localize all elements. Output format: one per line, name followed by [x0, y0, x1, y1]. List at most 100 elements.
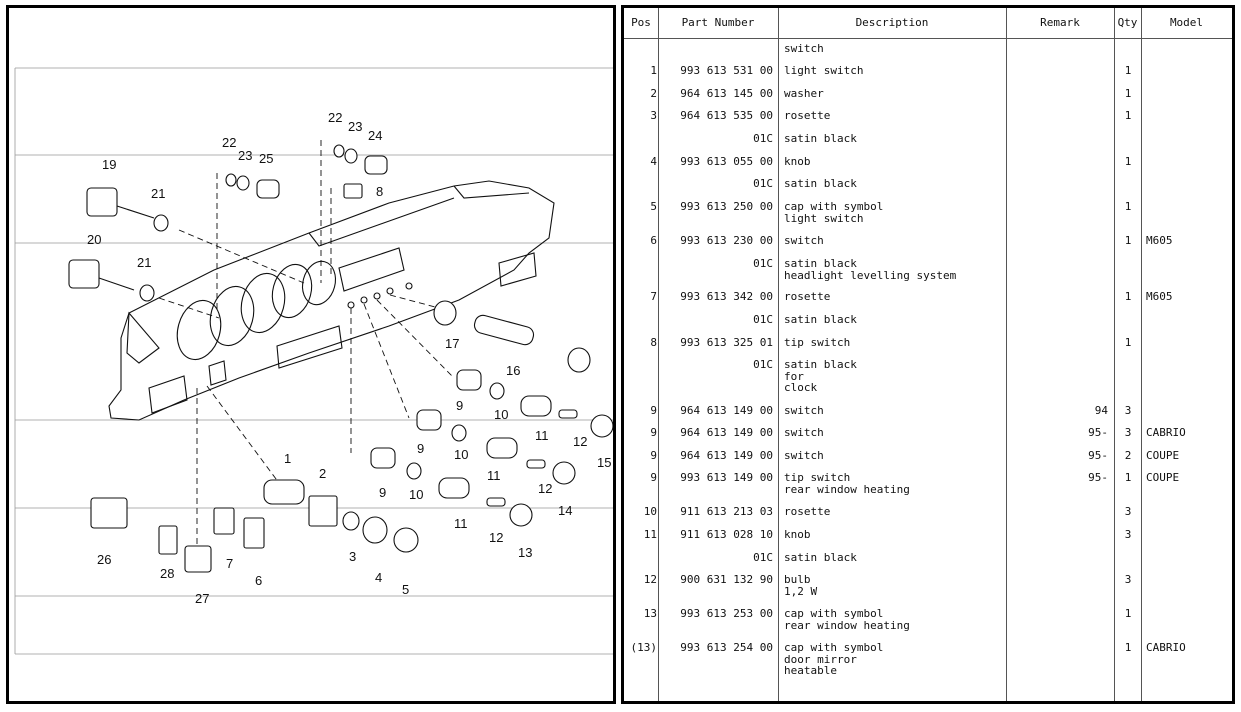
row-part-number: 993 613 531 00: [680, 64, 773, 77]
column-divider: [1006, 8, 1007, 701]
row-model: COUPE: [1146, 449, 1180, 462]
callout-label: 22: [328, 110, 342, 125]
callout-label: 9: [417, 441, 424, 456]
callout-label: 4: [375, 570, 382, 585]
parts-table: Pos Part Number Description Remark Qty M…: [621, 5, 1235, 704]
row-remark: 95-: [1088, 449, 1108, 462]
callout-label: 26: [97, 552, 111, 567]
callout-label: 1: [284, 451, 291, 466]
row-description: rosette: [784, 109, 831, 122]
row-pos: 3: [650, 109, 657, 122]
row-part-number: 993 613 230 00: [680, 234, 773, 247]
row-description: satin black: [784, 313, 857, 326]
callout-label: 11: [487, 468, 501, 483]
row-part-number: 964 613 535 00: [680, 109, 773, 122]
row-pos: 5: [650, 200, 657, 213]
row-qty: 1: [1124, 87, 1132, 100]
callout-label: 12: [538, 481, 552, 496]
column-divider: [778, 8, 779, 701]
row-description: switch: [784, 426, 824, 439]
row-part-number: 964 613 149 00: [680, 449, 773, 462]
row-description: switch: [784, 234, 824, 247]
row-description: washer: [784, 87, 824, 100]
row-model: CABRIO: [1146, 641, 1186, 654]
row-part-number: 964 613 149 00: [680, 404, 773, 417]
row-pos: 6: [650, 234, 657, 247]
callout-label: 15: [597, 455, 611, 470]
callout-label: 10: [409, 487, 423, 502]
callout-label: 21: [137, 255, 151, 270]
row-description: light switch: [784, 64, 864, 77]
header-part-number: Part Number: [681, 16, 755, 29]
column-divider: [1232, 8, 1233, 701]
row-pos: 4: [650, 155, 657, 168]
callout-label: 20: [87, 232, 101, 247]
row-qty: 1: [1124, 200, 1132, 213]
column-divider: [1114, 8, 1115, 701]
header-qty: Qty: [1117, 16, 1138, 29]
callout-label: 21: [151, 186, 165, 201]
row-pos: 9: [650, 404, 657, 417]
row-pos: 1: [650, 64, 657, 77]
row-pos: 11: [643, 528, 657, 541]
callout-label: 16: [506, 363, 520, 378]
row-remark: 95-: [1088, 426, 1108, 439]
row-part-number: 01C: [753, 313, 773, 326]
row-part-number: 993 613 250 00: [680, 200, 773, 213]
callout-label: 24: [368, 128, 382, 143]
row-description: cap with symbol light switch: [784, 200, 884, 225]
row-part-number: 993 613 325 01: [680, 336, 773, 349]
row-qty: 3: [1124, 505, 1132, 518]
callout-label: 22: [222, 135, 236, 150]
callout-label: 12: [573, 434, 587, 449]
header-remark: Remark: [1040, 16, 1080, 29]
callout-label: 14: [558, 503, 572, 518]
row-description: satin black headlight levelling system: [784, 257, 957, 282]
callout-label: 10: [494, 407, 508, 422]
row-qty: 1: [1124, 641, 1132, 654]
row-qty: 1: [1124, 109, 1132, 122]
row-remark: 94: [1094, 404, 1108, 417]
row-part-number: 01C: [753, 257, 773, 270]
row-pos: 9: [650, 471, 657, 484]
callout-label: 5: [402, 582, 409, 597]
row-description: knob: [784, 528, 811, 541]
row-part-number: 900 631 132 90: [680, 573, 773, 586]
callout-label: 7: [226, 556, 233, 571]
row-part-number: 964 613 149 00: [680, 426, 773, 439]
row-description: bulb 1,2 W: [784, 573, 818, 598]
row-pos: 12: [643, 573, 657, 586]
row-part-number: 911 613 028 10: [680, 528, 773, 541]
callout-label: 25: [259, 151, 273, 166]
row-part-number: 911 613 213 03: [680, 505, 773, 518]
callout-label: 9: [456, 398, 463, 413]
callout-label: 10: [454, 447, 468, 462]
assembly-lines: [158, 140, 455, 548]
row-pos: (13): [630, 641, 658, 654]
header-model: Model: [1169, 16, 1204, 29]
row-part-number: 01C: [753, 358, 773, 371]
row-model: M605: [1146, 290, 1173, 303]
row-description: cap with symbol rear window heating: [784, 607, 910, 632]
row-qty: 2: [1124, 449, 1132, 462]
row-description: switch: [784, 42, 824, 55]
row-model: CABRIO: [1146, 426, 1186, 439]
row-qty: 1: [1124, 234, 1132, 247]
row-remark: 95-: [1088, 471, 1108, 484]
row-qty: 1: [1124, 336, 1132, 349]
callout-labels: 1 2 3 4 5 6 7 8 9 9 9 10 10 10 11 11 11 …: [87, 110, 611, 606]
row-description: satin black: [784, 551, 857, 564]
callout-label: 9: [379, 485, 386, 500]
row-qty: 1: [1124, 155, 1132, 168]
header-description: Description: [855, 16, 929, 29]
row-pos: 2: [650, 87, 657, 100]
row-description: rosette: [784, 505, 831, 518]
header-pos: Pos: [631, 16, 651, 29]
row-pos: 9: [650, 449, 657, 462]
row-description: satin black: [784, 132, 857, 145]
column-divider: [1141, 8, 1142, 701]
row-part-number: 993 613 342 00: [680, 290, 773, 303]
row-description: satin black for clock: [784, 358, 857, 394]
parts-diagram-panel: 1 2 3 4 5 6 7 8 9 9 9 10 10 10 11 11 11 …: [6, 5, 616, 704]
callout-label: 13: [518, 545, 532, 560]
